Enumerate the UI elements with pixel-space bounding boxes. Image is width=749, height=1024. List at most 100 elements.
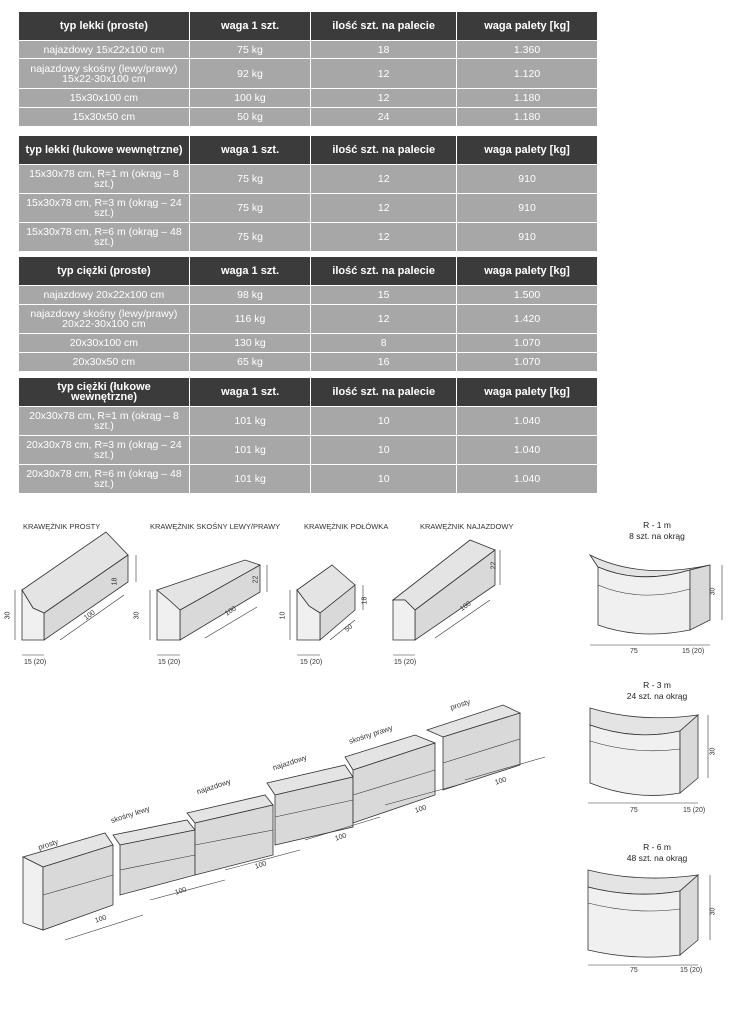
- cell: 12: [311, 223, 458, 252]
- dim-30: 30: [709, 747, 717, 756]
- dim-30: 30: [709, 587, 717, 596]
- header-type: typ ciężki (proste): [19, 257, 190, 286]
- table-row: najazdowy 20x22x100 cm 98 kg 15 1.500: [19, 286, 598, 305]
- title-skewed-curb: KRAWĘŻNIK SKOŚNY LEWY/PRAWY: [150, 522, 281, 531]
- cell: 116 kg: [189, 305, 312, 334]
- cell: 15x30x100 cm: [19, 89, 190, 108]
- arc-r6-label: R - 6 m 48 szt. na okrąg: [597, 842, 717, 864]
- cell: 20x30x78 cm, R=3 m (okrąg – 24 szt.): [19, 436, 190, 465]
- cell: 101 kg: [189, 436, 312, 465]
- table-row: 15x30x78 cm, R=1 m (okrąg – 8 szt.) 75 k…: [19, 165, 598, 194]
- dim-30: 30: [133, 611, 141, 620]
- header-pallet: waga palety [kg]: [457, 378, 598, 407]
- table-row: 20x30x78 cm, R=3 m (okrąg – 24 szt.) 101…: [19, 436, 598, 465]
- cell: 15x30x78 cm, R=6 m (okrąg – 48 szt.): [19, 223, 190, 252]
- table-row: najazdowy skośny (lewy/prawy) 15x22-30x1…: [19, 59, 598, 89]
- dim-10: 10: [279, 611, 287, 620]
- straight-curb-drawing: [14, 531, 137, 656]
- cell: 18: [311, 41, 458, 59]
- cell: 15x30x78 cm, R=3 m (okrąg – 24 szt.): [19, 194, 190, 223]
- dim-75: 75: [630, 648, 638, 655]
- dim-30: 30: [4, 611, 12, 620]
- header-weight: waga 1 szt.: [189, 257, 312, 286]
- dim-18: 18: [361, 596, 369, 605]
- half-curb-drawing: [289, 564, 364, 656]
- table-row: najazdowy skośny (lewy/prawy) 20x22-30x1…: [19, 305, 598, 334]
- table-row: 20x30x78 cm, R=1 m (okrąg – 8 szt.) 101 …: [19, 407, 598, 436]
- curb-assembly-drawing: [21, 704, 546, 941]
- cell: 1.500: [457, 286, 598, 305]
- header-weight: waga 1 szt.: [189, 378, 312, 407]
- cell: najazdowy skośny (lewy/prawy) 15x22-30x1…: [19, 59, 190, 89]
- cell: 10: [311, 436, 458, 465]
- cell: 98 kg: [189, 286, 312, 305]
- cell: 910: [457, 165, 598, 194]
- dim-22: 22: [490, 561, 498, 570]
- cell: 75 kg: [189, 41, 312, 59]
- title-drive-curb: KRAWĘŻNIK NAJAZDOWY: [420, 522, 514, 531]
- table-row: 15x30x100 cm 100 kg 12 1.180: [19, 89, 598, 108]
- cell: 20x30x100 cm: [19, 334, 190, 353]
- arc-curb-r3-drawing: [588, 707, 709, 804]
- header-qty: ilość szt. na palecie: [311, 378, 458, 407]
- arc-curb-r6-drawing: [587, 869, 711, 966]
- dim-15-20: 15 (20): [683, 807, 706, 814]
- header-qty: ilość szt. na palecie: [311, 136, 458, 165]
- cell: 75 kg: [189, 223, 312, 252]
- header-pallet: waga palety [kg]: [457, 257, 598, 286]
- cell: 20x30x50 cm: [19, 353, 190, 372]
- cell: 65 kg: [189, 353, 312, 372]
- arc-r3-label: R - 3 m 24 szt. na okrąg: [597, 680, 717, 702]
- header-type: typ lekki (proste): [19, 12, 190, 41]
- title-half-curb: KRAWĘŻNIK POŁÓWKA: [304, 522, 389, 531]
- cell: najazdowy skośny (lewy/prawy) 20x22-30x1…: [19, 305, 190, 334]
- table-row: 20x30x50 cm 65 kg 16 1.070: [19, 353, 598, 372]
- dim-15-20: 15 (20): [682, 648, 705, 655]
- cell: 12: [311, 59, 458, 89]
- dim-22: 22: [252, 575, 260, 584]
- cell: 101 kg: [189, 407, 312, 436]
- table-heavy-straight: typ ciężki (proste) waga 1 szt. ilość sz…: [19, 257, 598, 372]
- table-light-straight: typ lekki (proste) waga 1 szt. ilość szt…: [19, 12, 598, 127]
- cell: 75 kg: [189, 165, 312, 194]
- cell: najazdowy 15x22x100 cm: [19, 41, 190, 59]
- cell: 1.070: [457, 334, 598, 353]
- table-row: 15x30x78 cm, R=6 m (okrąg – 48 szt.) 75 …: [19, 223, 598, 252]
- drive-curb-drawing: [391, 539, 501, 656]
- table-row: najazdowy 15x22x100 cm 75 kg 18 1.360: [19, 41, 598, 59]
- cell: 12: [311, 89, 458, 108]
- cell: 1.180: [457, 89, 598, 108]
- cell: 910: [457, 194, 598, 223]
- header-qty: ilość szt. na palecie: [311, 12, 458, 41]
- cell: 15: [311, 286, 458, 305]
- dim-75: 75: [630, 807, 638, 814]
- cell: 1.040: [457, 436, 598, 465]
- table-row: 15x30x50 cm 50 kg 24 1.180: [19, 108, 598, 127]
- cell: 101 kg: [189, 465, 312, 494]
- cell: 12: [311, 165, 458, 194]
- cell: 8: [311, 334, 458, 353]
- header-qty: ilość szt. na palecie: [311, 257, 458, 286]
- cell: 92 kg: [189, 59, 312, 89]
- dim-15-20: 15 (20): [24, 659, 47, 666]
- cell: 15x30x50 cm: [19, 108, 190, 127]
- arc-radius: R - 1 m: [643, 520, 671, 530]
- cell: 12: [311, 305, 458, 334]
- table-heavy-curved: typ ciężki (łukowe wewnętrzne) waga 1 sz…: [19, 378, 598, 494]
- dim-15-20: 15 (20): [394, 659, 417, 666]
- cell: 1.120: [457, 59, 598, 89]
- cell: 16: [311, 353, 458, 372]
- dim-75: 75: [630, 967, 638, 974]
- cell: 910: [457, 223, 598, 252]
- arc-curb-r1-drawing: [588, 553, 723, 646]
- cell: 20x30x78 cm, R=6 m (okrąg – 48 szt.): [19, 465, 190, 494]
- arc-radius: R - 6 m: [643, 842, 671, 852]
- table-row: 20x30x100 cm 130 kg 8 1.070: [19, 334, 598, 353]
- header-weight: waga 1 szt.: [189, 12, 312, 41]
- title-straight-curb: KRAWĘŻNIK PROSTY: [23, 522, 101, 531]
- cell: 1.420: [457, 305, 598, 334]
- dim-30: 30: [709, 907, 717, 916]
- arc-count: 48 szt. na okrąg: [626, 853, 688, 863]
- arc-count: 8 szt. na okrąg: [629, 531, 685, 541]
- cell: 10: [311, 407, 458, 436]
